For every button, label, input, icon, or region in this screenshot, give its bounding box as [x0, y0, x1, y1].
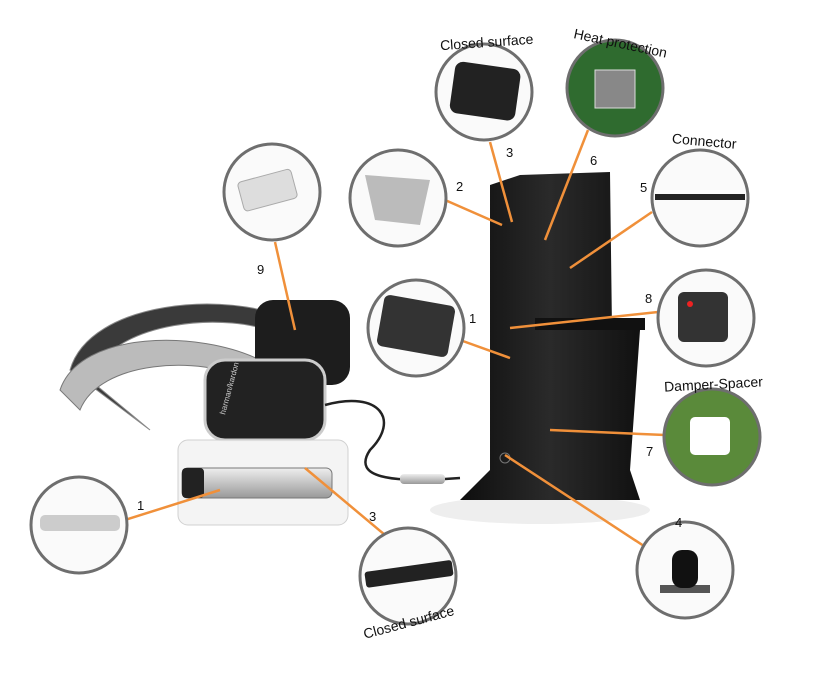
membrane-keypad — [449, 61, 521, 121]
callout-number: 4 — [675, 515, 683, 530]
closed-surface-strip — [364, 560, 454, 588]
battery-pack — [237, 168, 298, 212]
damper-block — [690, 417, 730, 455]
callout-number: 3 — [369, 509, 377, 524]
callout-number: 5 — [640, 180, 648, 195]
connector-strip — [655, 194, 745, 200]
switch-knob — [672, 550, 698, 588]
switch-base — [660, 585, 710, 593]
callout-number: 3 — [506, 145, 514, 160]
callout-number: 1 — [469, 311, 477, 326]
inline-connector — [400, 474, 445, 484]
callout-number: 8 — [645, 291, 653, 306]
remote-end — [182, 468, 204, 498]
led-dot — [687, 301, 693, 307]
dock-tray — [535, 318, 645, 330]
chip — [594, 69, 636, 109]
callout-number: 6 — [590, 153, 598, 168]
leader-lines — [124, 129, 666, 552]
callout-number: 9 — [257, 262, 265, 277]
button-plate — [365, 175, 430, 225]
callout-number: 7 — [646, 444, 654, 459]
remote-button-part — [40, 515, 120, 531]
floor-shadow — [430, 496, 650, 524]
dock-station — [460, 172, 640, 500]
callout-number: 1 — [137, 498, 145, 513]
led-module — [678, 292, 728, 342]
rubber-keypad — [376, 295, 456, 357]
callout-number: 2 — [456, 179, 464, 194]
